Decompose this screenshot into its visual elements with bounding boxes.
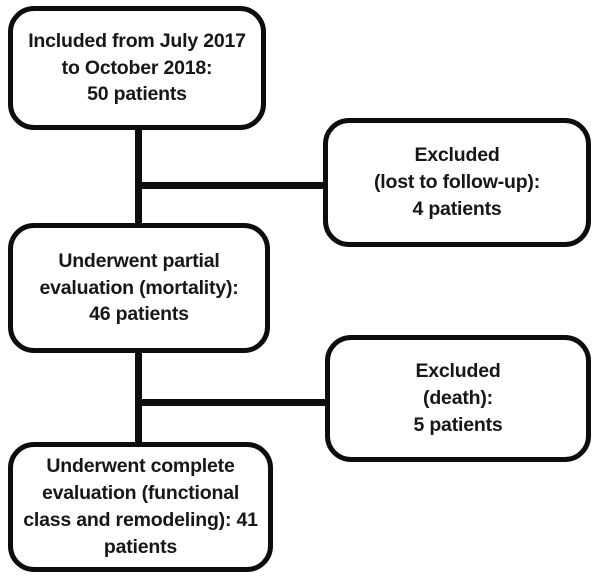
connector-branch-excluded-death — [138, 399, 329, 406]
flow-box-partial-evaluation-line2: evaluation (mortality): — [39, 276, 239, 299]
connector-branch-excluded-followup — [138, 182, 327, 189]
flow-box-included-line3: 50 patients — [87, 83, 187, 106]
flow-box-excluded-death-line3: 5 patients — [413, 413, 503, 436]
flow-box-excluded-followup-line2: (lost to follow-up): — [373, 171, 541, 194]
flow-box-excluded-death-line1: Excluded — [415, 360, 501, 383]
flow-box-included: Included from July 2017 to October 2018:… — [8, 6, 266, 130]
flow-box-complete-evaluation-line2: evaluation (functional — [41, 482, 240, 505]
flow-box-excluded-followup: Excluded (lost to follow-up): 4 patients — [323, 118, 591, 247]
flow-box-complete-evaluation-line3: class and remodeling): 41 — [23, 509, 258, 531]
flow-box-partial-evaluation: Underwent partial evaluation (mortality)… — [8, 223, 270, 353]
flow-box-partial-evaluation-line1: Underwent partial — [58, 249, 220, 272]
flow-box-included-line1: Included from July 2017 — [28, 29, 246, 52]
flow-box-complete-evaluation-line4: patients — [103, 535, 178, 558]
flow-box-excluded-death: Excluded (death): 5 patients — [325, 335, 591, 462]
connector-partial-to-complete — [135, 351, 142, 446]
flow-box-complete-evaluation: Underwent complete evaluation (functiona… — [8, 442, 273, 572]
flow-box-excluded-death-line2: (death): — [423, 387, 493, 410]
flow-box-excluded-followup-line1: Excluded — [414, 144, 500, 167]
flow-box-complete-evaluation-line1: Underwent complete — [46, 455, 235, 478]
connector-included-to-partial — [135, 128, 142, 227]
flow-box-included-line2: to October 2018: — [61, 56, 213, 79]
flow-box-partial-evaluation-line3: 46 patients — [89, 303, 189, 326]
flow-box-excluded-followup-line3: 4 patients — [412, 197, 502, 220]
